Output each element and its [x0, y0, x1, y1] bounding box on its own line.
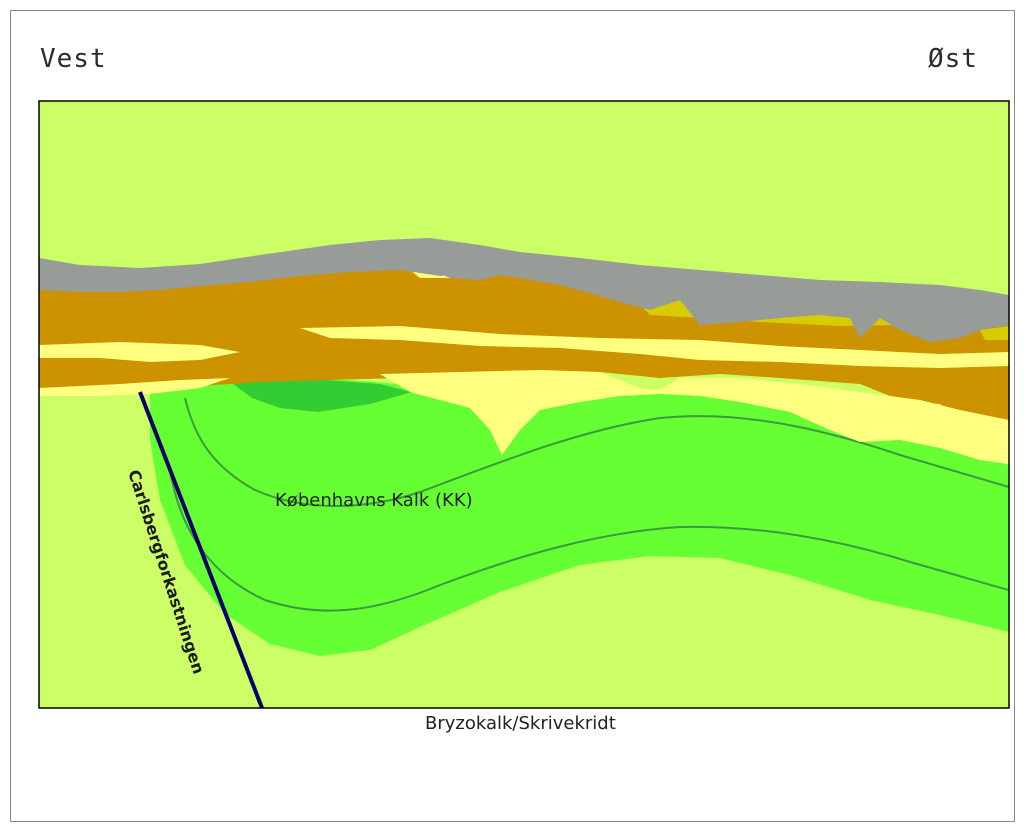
kobenhavns-kalk-label: Københavns Kalk (KK) [275, 490, 473, 511]
fault-line [138, 391, 264, 708]
grey-top-layer [39, 238, 1009, 342]
bryozo-skrivekridt-label: Bryzokalk/Skrivekridt [425, 713, 616, 734]
pale-yellow-layer [380, 370, 1009, 464]
kobenhavns-kalk-layer [150, 378, 1009, 656]
contour-line-lower [169, 469, 1009, 612]
grey-top-layer [430, 268, 500, 280]
contour-line-upper [184, 397, 1009, 507]
pale-yellow-layer [39, 378, 230, 396]
west-direction-label: Vest [40, 44, 107, 74]
section-border [38, 100, 1010, 709]
east-direction-label: Øst [928, 44, 978, 74]
pale-yellow-layer [300, 326, 1009, 368]
pale-yellow-layer [39, 342, 240, 362]
olive-yellow-patch [980, 326, 1009, 340]
dark-green-lens [232, 378, 412, 412]
